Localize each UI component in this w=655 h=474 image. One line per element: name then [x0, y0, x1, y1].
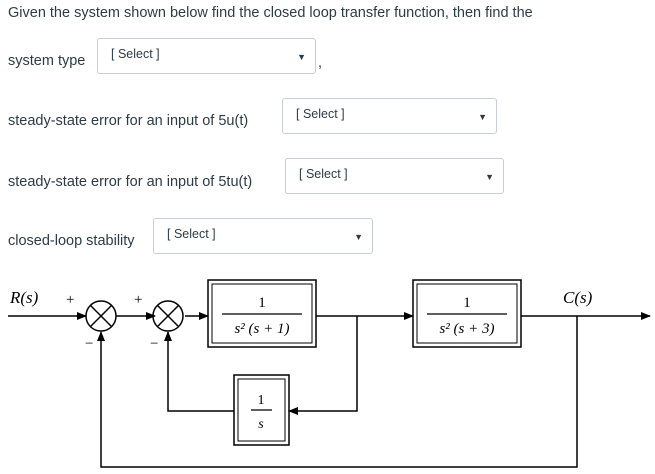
- sum2-plus-sign: +: [134, 292, 142, 308]
- summing-junction-icon: [85, 300, 117, 332]
- summing-junction-icon: [152, 300, 184, 332]
- sum1-plus-sign: +: [66, 292, 74, 308]
- inner-feedback-return: [164, 331, 234, 412]
- stability-label: closed-loop stability: [8, 233, 135, 249]
- feedback-block: [233, 374, 290, 446]
- caret-down-icon: ▼: [485, 172, 494, 182]
- block2: [412, 279, 522, 348]
- error-ramp-label: steady-state error for an input of 5tu(t…: [8, 174, 253, 190]
- system-type-select[interactable]: [ Select ] ▼: [97, 38, 316, 74]
- block1: [207, 279, 317, 348]
- block2-numerator: 1: [463, 295, 471, 311]
- block1-denominator: s² (s + 1): [234, 321, 289, 337]
- block2-denominator: s² (s + 3): [439, 321, 494, 337]
- error-ramp-select[interactable]: [ Select ] ▼: [285, 158, 504, 194]
- inner-feedback-path: [288, 316, 358, 415]
- outer-feedback-path: [97, 316, 578, 468]
- error-step-label: steady-state error for an input of 5u(t): [8, 113, 249, 129]
- caret-down-icon: ▼: [478, 112, 487, 122]
- stability-select-value: [ Select ]: [167, 227, 216, 241]
- question-intro: Given the system shown below find the cl…: [8, 5, 533, 21]
- error-step-select-value: [ Select ]: [296, 107, 345, 121]
- input-label: R(s): [9, 288, 39, 307]
- error-ramp-select-value: [ Select ]: [299, 167, 348, 181]
- feedback-numerator: 1: [258, 393, 265, 408]
- error-step-select[interactable]: [ Select ] ▼: [282, 98, 497, 134]
- caret-down-icon: ▼: [354, 232, 363, 242]
- block-diagram: R(s) C(s) + − + − 1 s² (s + 1) 1 s² (s +…: [8, 279, 651, 468]
- output-label: C(s): [563, 288, 593, 307]
- sum2-minus-sign: −: [150, 336, 158, 352]
- stability-select[interactable]: [ Select ] ▼: [153, 218, 373, 254]
- feedback-denominator: s: [258, 417, 264, 432]
- system-type-comma: ,: [318, 55, 323, 71]
- block1-numerator: 1: [258, 295, 266, 311]
- sum1-minus-sign: −: [85, 336, 93, 352]
- system-type-select-value: [ Select ]: [111, 47, 160, 61]
- caret-down-icon: ▼: [297, 52, 306, 62]
- system-type-label: system type: [8, 53, 86, 69]
